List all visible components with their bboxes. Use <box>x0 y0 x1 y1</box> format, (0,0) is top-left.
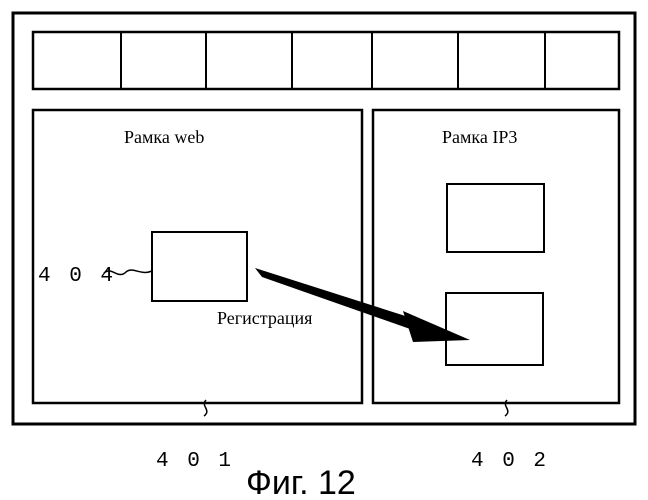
element-ref-label: 4 0 4 <box>38 265 116 288</box>
toolbar <box>33 32 619 89</box>
arrow-label: Регистрация <box>217 308 312 328</box>
right-ref-label: 4 0 2 <box>471 450 549 473</box>
ip3-element-box-bottom <box>446 293 543 365</box>
figure-caption: Фиг. 12 <box>246 464 356 500</box>
outer-frame <box>13 13 635 424</box>
left-ref-label: 4 0 1 <box>156 450 234 473</box>
ip3-frame-title: Рамка IP3 <box>442 127 517 147</box>
ip3-element-box-top <box>447 184 544 252</box>
web-element-box <box>152 232 247 301</box>
arrow-head <box>403 311 470 342</box>
web-frame <box>33 110 362 403</box>
web-frame-title: Рамка web <box>124 127 204 147</box>
ip3-frame <box>373 110 619 403</box>
